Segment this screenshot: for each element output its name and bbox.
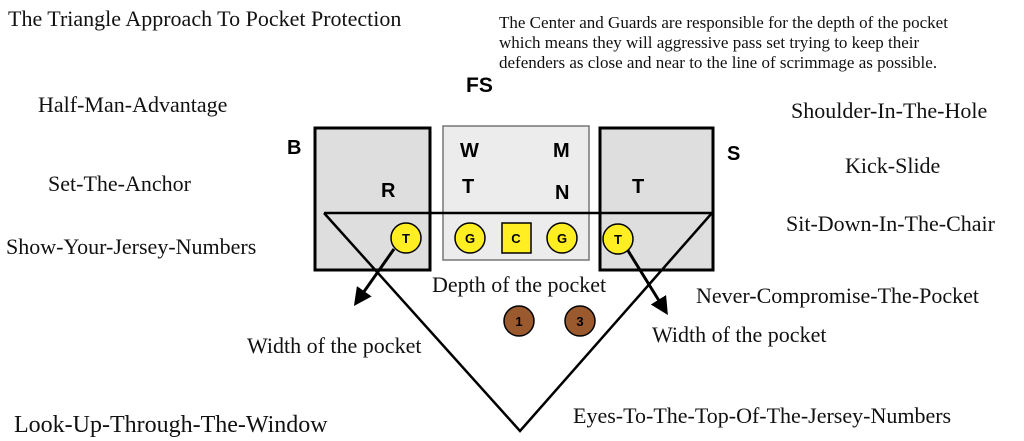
defender-fs: FS <box>466 74 493 97</box>
phrase-never-compromise-the-pocket: Never-Compromise-The-Pocket <box>696 283 980 308</box>
width-of-pocket-label-left: Width of the pocket <box>247 333 422 358</box>
phrase-show-your-jersey-numbers: Show-Your-Jersey-Numbers <box>6 234 257 259</box>
svg-text:G: G <box>465 231 475 246</box>
svg-text:T: T <box>614 232 622 247</box>
phrase-set-the-anchor: Set-The-Anchor <box>48 171 191 196</box>
right-tackle: T <box>602 223 634 255</box>
defender-m: M <box>553 140 570 162</box>
defender-n: N <box>555 182 569 204</box>
depth-of-pocket-label: Depth of the pocket <box>432 272 607 297</box>
phrase-kick-slide: Kick-Slide <box>845 153 941 178</box>
width-of-pocket-label-right: Width of the pocket <box>652 322 827 347</box>
defender-r: R <box>381 180 396 202</box>
depth-note: The Center and Guards are responsible fo… <box>499 13 948 72</box>
phrase-eyes-to-the-top-of-the-jersey-numbers: Eyes-To-The-Top-Of-The-Jersey-Numbers <box>573 403 952 428</box>
phrase-shoulder-in-the-hole: Shoulder-In-The-Hole <box>791 98 988 123</box>
svg-text:1: 1 <box>515 314 522 329</box>
width-arrow-left <box>353 248 396 306</box>
left-guard: G <box>454 222 486 254</box>
svg-text:T: T <box>402 231 410 246</box>
left-tackle: T <box>390 222 422 254</box>
phrase-half-man-advantage: Half-Man-Advantage <box>38 92 228 117</box>
defender-s: S <box>727 143 740 165</box>
center: C <box>501 222 532 254</box>
pocket-triangle <box>323 211 715 433</box>
defender-w: W <box>460 140 479 162</box>
defender-t-inner: T <box>462 176 474 198</box>
diagram-title: The Triangle Approach To Pocket Protecti… <box>8 6 402 31</box>
phrase-look-up-through-the-window: Look-Up-Through-The-Window <box>14 412 328 438</box>
width-arrow-right <box>625 248 668 316</box>
phrase-sit-down-in-the-chair: Sit-Down-In-The-Chair <box>786 211 995 236</box>
svg-text:C: C <box>511 231 521 246</box>
defender-b: B <box>287 137 301 159</box>
svg-text:G: G <box>557 231 567 246</box>
defender-t-outer: T <box>632 176 644 198</box>
back-3: 3 <box>564 305 596 337</box>
right-guard: G <box>546 222 578 254</box>
back-1: 1 <box>503 305 535 337</box>
svg-text:3: 3 <box>576 314 583 329</box>
